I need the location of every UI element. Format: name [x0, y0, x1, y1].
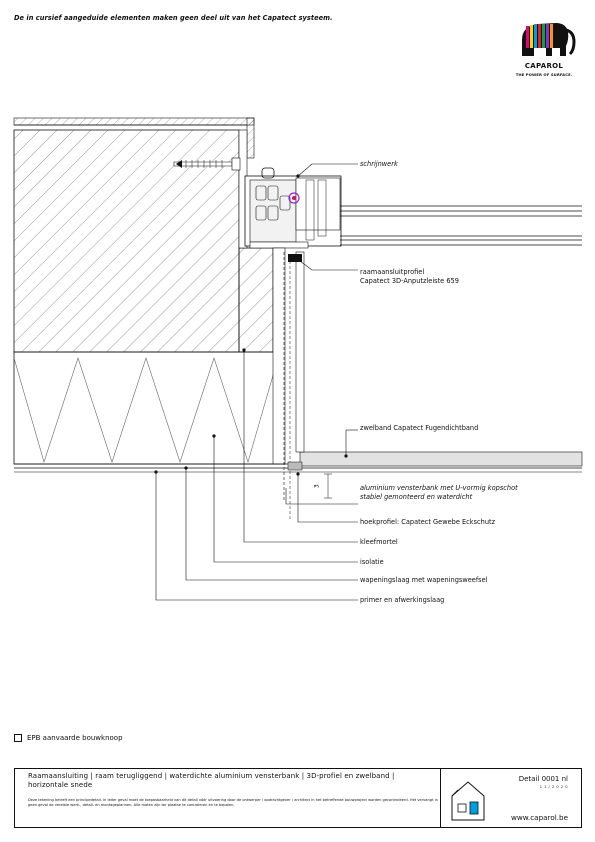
logo-tagline: THE POWER OF SURFACE. — [515, 72, 573, 77]
masonry-wall — [13, 117, 274, 353]
logo-name: CAPAROL — [524, 62, 564, 70]
label-vensterbank-2: stabiel gemonteerd en waterdicht — [360, 493, 473, 501]
label-raamaansluit-1: raamaansluitprofiel — [360, 268, 425, 276]
label-vensterbank-1: aluminium vensterbank met U-vormig kopsc… — [360, 484, 518, 492]
detail-number: Detail 0001 nl — [518, 775, 568, 783]
render-layers — [14, 251, 583, 520]
leader-dots — [154, 174, 348, 476]
label-raamaansluit-2: Capatect 3D-Anputzleiste 659 — [360, 277, 459, 285]
epb-checkbox-row: EPB aanvaarde bouwknoop — [14, 734, 123, 742]
label-wapeningslaag: wapeningslaag met wapeningsweefsel — [360, 576, 488, 584]
title-block-divider — [440, 768, 441, 828]
title-block-description: Deze tekening betreft een principedetail… — [28, 798, 438, 808]
leader-lines — [155, 163, 358, 601]
glazing — [340, 205, 582, 246]
dimension-marker — [324, 473, 332, 499]
label-hoekprofiel: hoekprofiel: Capatect Gewebe Eckschutz — [360, 518, 496, 526]
website-link[interactable]: www.caparol.be — [510, 813, 568, 822]
title-block-title: Raamaansluiting | raam terugliggend | wa… — [28, 772, 395, 789]
label-zwelband: zwelband Capatect Fugendichtband — [360, 424, 479, 432]
house-icon — [451, 781, 485, 821]
epb-checkbox[interactable] — [14, 734, 22, 742]
caparol-logo: CAPAROL THE POWER OF SURFACE. — [506, 18, 582, 80]
label-primer: primer en afwerkingslaag — [360, 596, 445, 604]
title-block — [14, 768, 582, 828]
header-note: De in cursief aangeduide elementen maken… — [14, 14, 333, 22]
epb-label: EPB aanvaarde bouwknoop — [27, 734, 123, 742]
detail-date: 1 1 / 2 0 2 0 — [539, 785, 568, 789]
window-frame — [244, 167, 342, 249]
label-isolatie: isolatie — [360, 558, 384, 566]
label-schrijnwerk: schrijnwerk — [360, 160, 398, 168]
label-kleefmortel: kleefmortel — [360, 538, 398, 546]
insulation — [13, 247, 286, 465]
anchor-screw-icon — [173, 157, 241, 171]
elephant-logo-icon — [522, 23, 576, 56]
dimension-value: 3 — [313, 484, 321, 489]
